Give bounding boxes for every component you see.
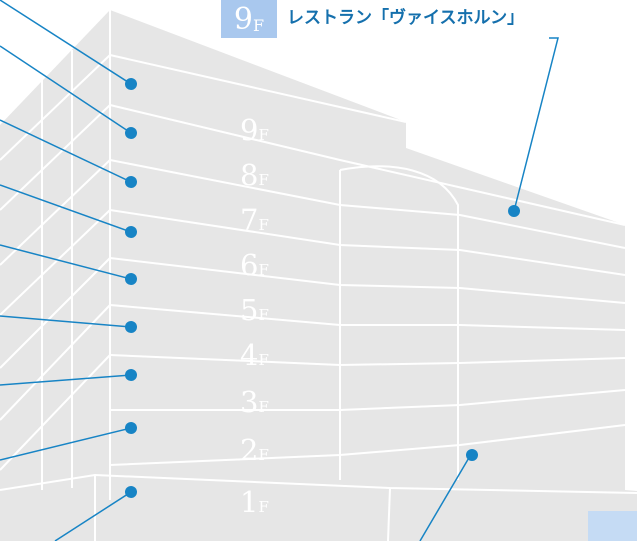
leader-line-6f <box>0 184 132 233</box>
floor-line <box>109 424 626 466</box>
building-lines <box>0 10 637 541</box>
main-block <box>110 10 625 500</box>
leader-line-8f <box>0 45 132 134</box>
floor-label-2f: 2F <box>240 433 269 467</box>
floor-label-9f: 9F <box>240 113 269 147</box>
left-wing <box>0 10 110 500</box>
floor-line <box>109 257 626 304</box>
wing-line <box>0 54 111 161</box>
floor-line <box>109 209 626 276</box>
wing-line <box>0 257 111 369</box>
marker-dot-8f[interactable] <box>125 127 137 139</box>
leader-line-3f <box>0 374 132 386</box>
marker-dot-9f[interactable] <box>125 78 137 90</box>
marker-dot-7f[interactable] <box>125 176 137 188</box>
marker-dot-5f[interactable] <box>125 273 137 285</box>
wing-line <box>0 104 111 211</box>
corner-tab <box>588 511 637 541</box>
floor-label-7f: 7F <box>240 203 269 237</box>
floor-label-4f: 4F <box>240 338 269 372</box>
building-illustration <box>0 10 637 541</box>
floor-line <box>109 159 626 249</box>
leader-line-7f <box>0 119 132 183</box>
wing-line <box>0 159 111 266</box>
marker-dot-1f[interactable] <box>125 486 137 498</box>
floor-label-6f: 6F <box>240 248 269 282</box>
marker-dot-restaurant[interactable] <box>508 205 520 217</box>
marker-dot-4f[interactable] <box>125 321 137 333</box>
wing-line <box>0 209 111 316</box>
bay-outline <box>339 165 459 480</box>
leader-line-5f <box>0 244 132 280</box>
floor-label-1f: 1F <box>240 485 269 519</box>
floor-line <box>109 354 626 367</box>
floor-label-5f: 5F <box>240 293 269 327</box>
marker-dot-6f[interactable] <box>125 226 137 238</box>
floor-line <box>110 389 626 411</box>
floor-line <box>109 304 626 331</box>
floor-label-3f: 3F <box>240 385 269 419</box>
wing-line <box>0 354 111 471</box>
leader-line-restaurant <box>513 37 559 212</box>
restaurant-title: レストラン「ヴァイスホルン」 <box>287 8 525 28</box>
leader-line-9f <box>0 0 132 85</box>
floor-label-8f: 8F <box>240 158 269 192</box>
marker-dot-2f[interactable] <box>125 422 137 434</box>
floor-line <box>109 54 407 123</box>
marker-dot-3f[interactable] <box>125 369 137 381</box>
leader-line-4f <box>0 315 132 328</box>
floor-line <box>109 104 626 226</box>
base-line <box>0 473 637 494</box>
leader-lines <box>0 0 559 541</box>
base-line <box>387 487 391 541</box>
leader-line-annex <box>419 455 471 541</box>
leader-line-1f <box>54 491 132 541</box>
leader-line-2f <box>0 427 132 461</box>
marker-dot-annex[interactable] <box>466 449 478 461</box>
